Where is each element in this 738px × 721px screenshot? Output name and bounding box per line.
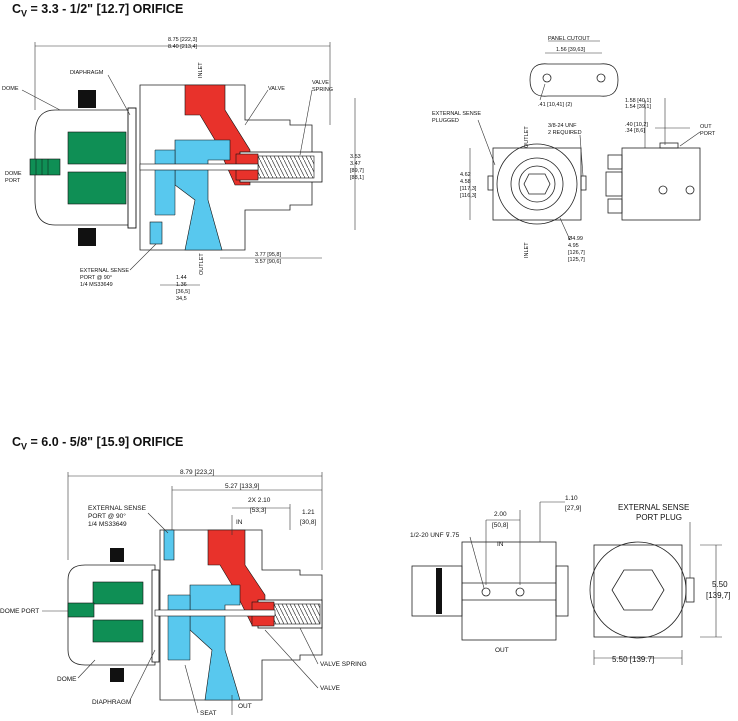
label-valve-spring-1: VALVE (312, 80, 329, 86)
dim-b-210-1: 2X 2.10 (248, 497, 271, 504)
dim-r2-2: .34 [8,6] (625, 128, 645, 134)
label-valve: VALVE (268, 86, 285, 92)
label-ext-plugged-1: EXTERNAL SENSE (432, 111, 481, 117)
label-out-port-1: OUT (700, 124, 712, 130)
dim-b-110-1: 1.10 (565, 495, 578, 502)
top-section-view (29, 84, 323, 251)
dim-b-121-2: [30,8] (300, 519, 316, 526)
dim-height-4: [88,1] (350, 175, 364, 181)
label-unf-2: 2 REQUIRED (548, 130, 582, 136)
label-b-side-in: IN (497, 541, 504, 548)
label-holes: .41 [10,41] (2) (538, 102, 572, 108)
label-b-dome: DOME (57, 676, 77, 683)
label-b-dome-port: DOME PORT (0, 608, 39, 615)
label-dome-port-1: DOME (5, 171, 22, 177)
label-b-side-out: OUT (495, 647, 509, 654)
label-ext-plugged-2: PLUGGED (432, 118, 459, 124)
dim-b-550-h: 5.50 [139.7] (612, 655, 654, 664)
dim-b-210-2: [53,3] (250, 507, 266, 514)
bottom-side-views: 2.00 [50,8] 1.10 [27,9] 1/2-20 UNF ⊽.75 … (410, 495, 730, 665)
label-ext-sense-2: PORT @ 90° (80, 275, 112, 281)
dim-height-2: 3.47 (350, 161, 361, 167)
section-title-bottom: CV = 6.0 - 5/8" [15.9] ORIFICE (12, 435, 184, 452)
dim-h-3: [117,3] (460, 186, 477, 192)
dim-r2-1: .40 [10,2] (625, 122, 648, 128)
label-b-seat: SEAT (200, 710, 217, 717)
dim-r1-2: 1.54 [39,1] (625, 104, 651, 110)
bottom-section-labels: EXTERNAL SENSE PORT @ 90° 1/4 MS33649 IN… (0, 469, 367, 717)
label-side-outlet: OUTLET (524, 126, 530, 148)
label-b-ext-sense-2: PORT @ 90° (88, 512, 126, 520)
dim-b-121-1: 1.21 (302, 509, 315, 516)
top-side-views: PANEL CUTOUT 1.56 [39,63] .41 [10,41] (2… (432, 36, 716, 263)
dim-overall-2: 8.40 [213,4] (168, 44, 198, 50)
dim-dia-4: [125,7] (568, 257, 585, 263)
dim-b-200-2: [50,8] (492, 522, 508, 529)
label-inlet: INLET (198, 62, 204, 78)
label-unf-1: 3/8-24 UNF (548, 123, 577, 129)
dim-height-3: [89,7] (350, 168, 364, 174)
label-b-ext-plug-2: PORT PLUG (636, 513, 682, 522)
dim-right-1: 3.77 [95,8] (255, 252, 281, 258)
dim-port-4: 34,5 (176, 296, 187, 302)
top-section-labels: DOME DIAPHRAGM INLET VALVE VALVE SPRING … (2, 37, 364, 302)
dim-b-550-v-1: 5.50 (712, 580, 728, 589)
bottom-section-view (67, 529, 323, 701)
dim-panel: 1.56 [39,63] (556, 47, 586, 53)
dim-b-110-2: [27,9] (565, 505, 581, 512)
dim-dia-1: Ø4.99 (568, 236, 583, 242)
dim-h-1: 4.62 (460, 172, 471, 178)
dim-b-550-v-2: [139,7] (706, 591, 730, 600)
label-b-out: OUT (238, 703, 252, 710)
dim-h-2: 4.58 (460, 179, 471, 185)
label-b-valve: VALVE (320, 685, 341, 692)
label-b-ext-sense-3: 1/4 MS33649 (88, 521, 127, 528)
dim-b-527: 5.27 [133,9] (225, 483, 260, 490)
label-panel-cutout: PANEL CUTOUT (548, 36, 590, 42)
label-out-port-2: PORT (700, 131, 716, 137)
label-b-ext-plug-1: EXTERNAL SENSE (618, 503, 689, 512)
label-b-diaphragm: DIAPHRAGM (92, 699, 131, 706)
label-dome-port-2: PORT (5, 178, 21, 184)
label-b-ext-sense-1: EXTERNAL SENSE (88, 505, 147, 512)
dim-port-2: 1.36 (176, 282, 187, 288)
dim-b-200-1: 2.00 (494, 511, 507, 518)
label-side-inlet: INLET (524, 242, 530, 258)
label-b-unf: 1/2-20 UNF ⊽.75 (410, 531, 460, 539)
dim-r1-1: 1.58 [40,1] (625, 98, 651, 104)
label-b-valve-spring: VALVE SPRING (320, 661, 367, 668)
label-valve-spring-2: SPRING (312, 87, 333, 93)
dim-dia-2: 4.95 (568, 243, 579, 249)
label-ext-sense-1: EXTERNAL SENSE (80, 268, 129, 274)
dim-b-overall: 8.79 [223,2] (180, 469, 215, 476)
label-diaphragm: DIAPHRAGM (70, 70, 104, 76)
label-dome: DOME (2, 86, 19, 92)
section-title-top: CV = 3.3 - 1/2" [12.7] ORIFICE (12, 2, 184, 19)
dim-h-4: [116,3] (460, 193, 477, 199)
dim-right-2: 3.57 [90,6] (255, 259, 281, 265)
label-outlet: OUTLET (199, 253, 205, 275)
dim-overall-1: 8.75 [222,3] (168, 37, 198, 43)
dim-port-3: [36,5] (176, 289, 190, 295)
label-b-in: IN (236, 519, 243, 526)
label-ext-sense-3: 1/4 MS33649 (80, 282, 113, 288)
dim-height-1: 3.53 (350, 154, 361, 160)
dim-dia-3: [126,7] (568, 250, 585, 256)
dim-port-1: 1.44 (176, 275, 187, 281)
